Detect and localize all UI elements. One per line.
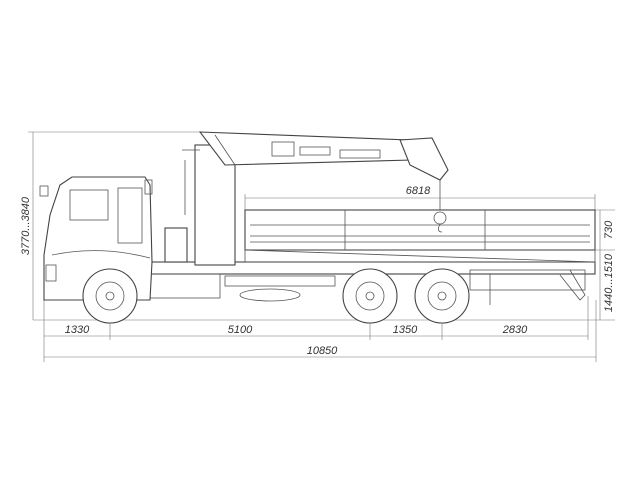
- platform-dimension: [244, 194, 596, 212]
- dim-overall-height: 3770...3840: [20, 196, 32, 255]
- dim-front-overhang: 1330: [65, 324, 90, 336]
- dim-platform-length: 6818: [406, 185, 431, 197]
- front-wheel: [82, 268, 138, 324]
- dim-wheelbase: 5100: [228, 324, 253, 336]
- rear-wheel-1: [342, 268, 398, 324]
- dim-overall-length: 10850: [307, 345, 338, 357]
- height-dimension: [28, 131, 200, 320]
- chassis: [149, 261, 596, 305]
- dim-platform-height: 1440...1510: [603, 253, 615, 312]
- dim-rear-overhang: 2830: [502, 324, 528, 336]
- dim-side-height: 730: [603, 220, 615, 239]
- dim-tandem: 1350: [393, 324, 418, 336]
- cab: [39, 176, 153, 301]
- rear-wheel-2: [414, 268, 470, 324]
- crane: [164, 131, 449, 266]
- cargo-platform: [244, 209, 596, 263]
